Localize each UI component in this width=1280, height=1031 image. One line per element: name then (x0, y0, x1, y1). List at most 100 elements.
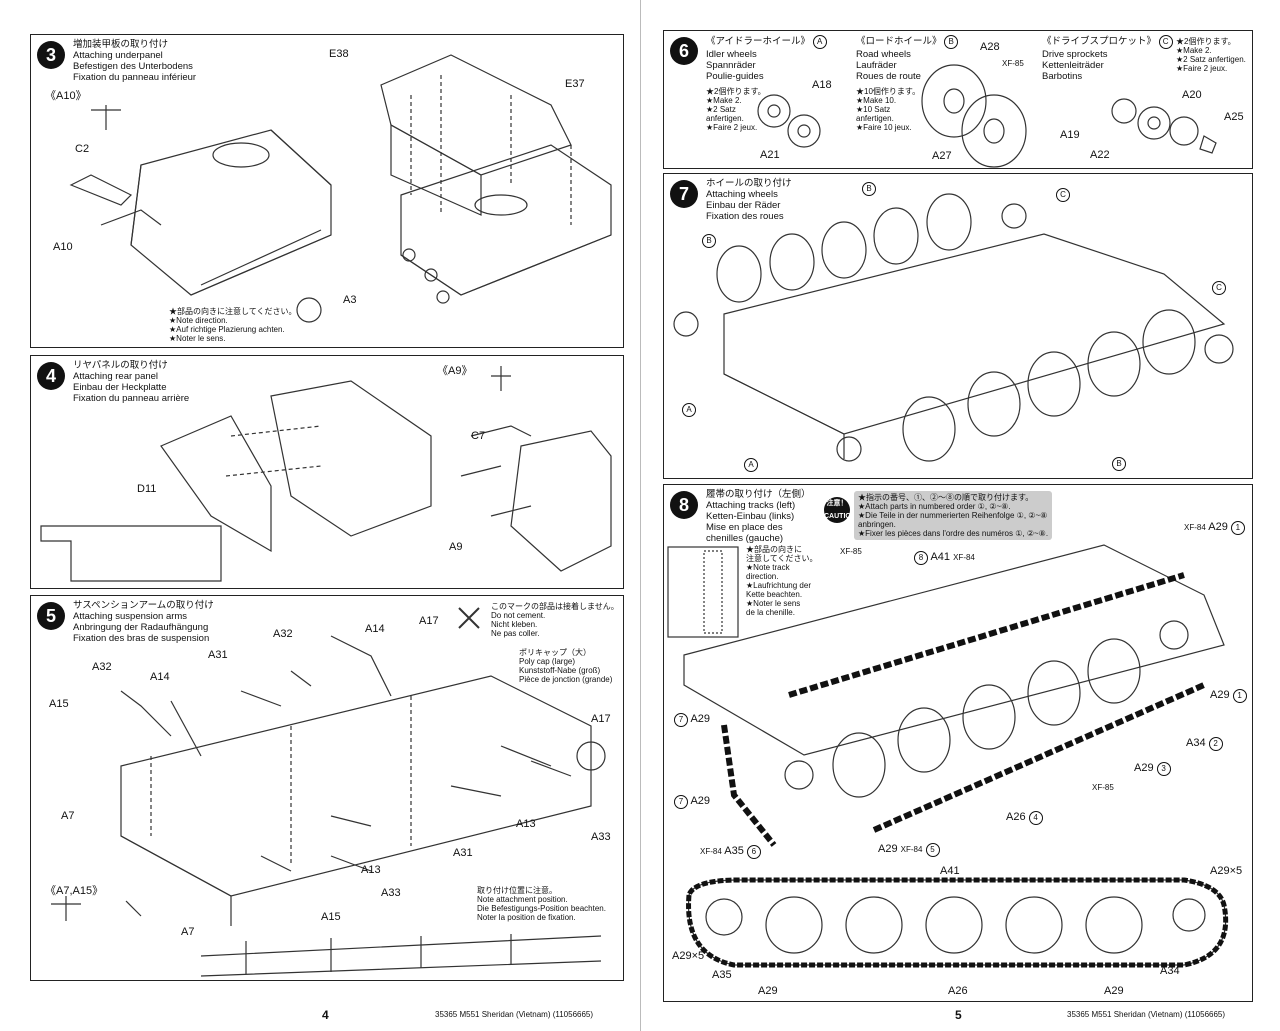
cement-note: このマークの部品は接着しません。 Do not cement. Nicht kl… (491, 602, 619, 638)
sprocket-qty-note: ★2個作ります。 ★Make 2. ★2 Satz anfertigen. ★F… (1176, 37, 1246, 73)
step3-a29-label: A29 3 (1134, 762, 1171, 776)
step-8-number: 8 (670, 491, 698, 519)
a31-top-label: A31 (208, 649, 228, 661)
polycap-note: ポリキャップ（大） Poly cap (large) Kunststoff-Na… (519, 648, 613, 684)
mark-b-top: B (862, 182, 876, 196)
a32-left-label: A32 (92, 661, 112, 673)
mark-b-left: B (702, 234, 716, 248)
a13-bottom-label: A13 (361, 864, 381, 876)
caution-note: ★指示の番号、①、②～⑧の順で取り付けます。 ★Attach parts in … (854, 491, 1053, 540)
road-qty-note: ★10個作ります。 ★Make 10. ★10 Satz anfertigen.… (856, 87, 921, 132)
a41-label: 8 A41 XF-84 (914, 551, 975, 565)
a9-label: A9 (449, 541, 463, 553)
step-3-number: 3 (37, 41, 65, 69)
a29-bottom-left-label: A29 (758, 985, 778, 997)
a27-label: A27 (932, 150, 952, 162)
step-5-number: 5 (37, 602, 65, 630)
step-5-drawing (51, 607, 606, 977)
a35-bottom-label: A35 (712, 969, 732, 981)
mark-b-bottom: B (1112, 457, 1126, 471)
step-4-number: 4 (37, 362, 65, 390)
a29x5-right-label: A29×5 (1210, 865, 1243, 877)
a31-bottom-label: A31 (453, 847, 473, 859)
a21-label: A21 (760, 149, 780, 161)
a15-label: A15 (49, 698, 69, 710)
step-3-direction-note: ★部品の向きに注意してください。 ★Note direction. ★Auf r… (169, 307, 297, 343)
step-7-titles: ホイールの取り付け Attaching wheels Einbau der Rä… (706, 178, 792, 222)
a7-a15-box-label: 《A7,A15》 (45, 885, 104, 897)
step-3-drawing (69, 54, 612, 323)
step-8-titles: 履帯の取り付け（左側） Attaching tracks (left) Kett… (706, 489, 811, 544)
caution-badge: 注意！ CAUTION (824, 497, 856, 523)
step-7-panel: 7 ホイールの取り付け Attaching wheels Einbau der … (663, 173, 1253, 479)
step-6-drawing (757, 64, 1217, 168)
left-page-number: 4 (322, 1008, 329, 1022)
step6-a35-label: XF-84 A35 6 (700, 845, 761, 859)
step-7-number: 7 (670, 180, 698, 208)
a41-bottom-label: A41 (940, 865, 960, 877)
xf85-a-label: XF-85 (840, 547, 862, 556)
a33-bottom-label: A33 (381, 887, 401, 899)
mark-c-top: C (1056, 188, 1070, 202)
right-footer: 35365 M551 Sheridan (Vietnam) (11056665) (1067, 1010, 1226, 1019)
d11-label: D11 (137, 483, 157, 495)
a22-label: A22 (1090, 149, 1110, 161)
a29-bottom-right-label: A29 (1104, 985, 1124, 997)
idler-wheels-block: 《アイドラーホイール》 A Idler wheels Spannräder Po… (706, 35, 827, 82)
a34-bottom-label: A34 (1160, 965, 1180, 977)
a25-label: A25 (1224, 111, 1244, 123)
step-6-panel: 6 《アイドラーホイール》 A Idler wheels Spannräder … (663, 30, 1253, 169)
a29x5-left-label: A29×5 (672, 950, 705, 962)
left-footer: 35365 M551 Sheridan (Vietnam) (11056665) (435, 1010, 594, 1019)
sprocket-block: 《ドライブスプロケット》 C Drive sprockets Kettenlei… (1042, 35, 1173, 82)
step7b-a29-label: 7 A29 (674, 795, 710, 809)
a20-label: A20 (1182, 89, 1202, 101)
right-page: 6 《アイドラーホイール》 A Idler wheels Spannräder … (641, 0, 1280, 1031)
road-wheels-block: 《ロードホイール》 B Road wheels Laufräder Roues … (856, 35, 959, 82)
a18-label: A18 (812, 79, 832, 91)
a10-box-label: 《A10》 (45, 90, 87, 102)
a3-label: A3 (343, 294, 357, 306)
step5-a29-label: A29 XF-84 5 (878, 843, 940, 857)
a13-right-label: A13 (516, 818, 536, 830)
step-4-titles: リヤパネルの取り付け Attaching rear panel Einbau d… (73, 360, 190, 404)
step-5-panel: 5 サスペンションアームの取り付け Attaching suspension a… (30, 595, 624, 981)
a9-box-label: 《A9》 (437, 365, 473, 377)
a26-bottom-label: A26 (948, 985, 968, 997)
step-7-drawing (673, 193, 1234, 462)
step2-a34-label: A34 2 (1186, 737, 1223, 751)
mark-a-left: A (682, 403, 696, 417)
e37-label: E37 (565, 78, 585, 90)
a14-left-label: A14 (150, 671, 170, 683)
step4-a26-label: A26 4 (1006, 811, 1043, 825)
a10-label: A10 (53, 241, 73, 253)
track-direction-note: ★部品の向きに 注意してください。 ★Note track direction.… (746, 545, 818, 617)
e38-label: E38 (329, 48, 349, 60)
a15-bottom-label: A15 (321, 911, 341, 923)
step-4-panel: 4 リヤパネルの取り付け Attaching rear panel Einbau… (30, 355, 624, 589)
mark-c-right: C (1212, 281, 1226, 295)
step-8-panel: 8 履帯の取り付け（左側） Attaching tracks (left) Ke… (663, 484, 1253, 1002)
a14-top-label: A14 (365, 623, 385, 635)
attach-position-note: 取り付け位置に注意。 Note attachment position. Die… (477, 886, 606, 922)
step1-a29-label: XF-84 A29 1 (1184, 521, 1245, 535)
a17-top-label: A17 (419, 615, 439, 627)
idler-qty-note: ★2個作ります。 ★Make 2. ★2 Satz anfertigen. ★F… (706, 87, 766, 132)
step-3-panel: 3 増加装甲板の取り付け Attaching underpanel Befest… (30, 34, 624, 348)
right-page-number: 5 (955, 1008, 962, 1022)
xf85-label: XF-85 (1002, 59, 1024, 68)
step-4-drawing (40, 366, 612, 582)
left-page: 3 増加装甲板の取り付け Attaching underpanel Befest… (30, 0, 641, 1031)
mark-a-bottom: A (744, 458, 758, 472)
c7-label: C7 (471, 430, 486, 442)
c2-label: C2 (75, 143, 90, 155)
step-3-titles: 増加装甲板の取り付け Attaching underpanel Befestig… (73, 39, 197, 83)
a32-top-label: A32 (273, 628, 293, 640)
step-5-titles: サスペンションアームの取り付け Attaching suspension arm… (73, 600, 214, 644)
a7-label: A7 (61, 810, 75, 822)
step-6-number: 6 (670, 37, 698, 65)
a33-right-label: A33 (591, 831, 611, 843)
a19-label: A19 (1060, 129, 1080, 141)
a28-label: A28 (980, 41, 1000, 53)
a17-right-label: A17 (591, 713, 611, 725)
